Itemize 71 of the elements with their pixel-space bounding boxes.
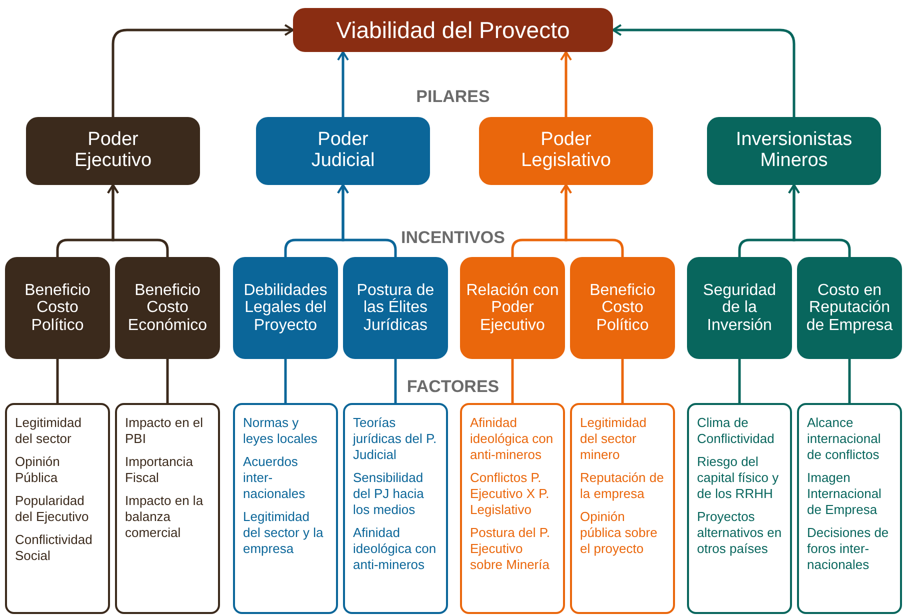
incentive-box [233,257,338,359]
connector-line [511,359,514,403]
factor-text: Importancia Fiscal [125,454,194,486]
arrow [560,51,572,117]
connector-line [738,359,741,403]
incentive-box [5,257,110,359]
node-label: Costo en Reputación de Empresa [805,282,894,334]
connector-line [166,359,169,403]
factor-text: Opinión Pública [15,454,61,486]
factor-text: Acuerdos inter-nacionales [243,454,306,502]
node-label: Beneficio Costo Económico [126,282,208,334]
incentive-box [687,257,792,359]
pillar-box [256,117,430,185]
arrow [337,51,349,117]
incentive-box [115,257,220,359]
factor-text: Decisiones de foros inter-nacionales [807,525,890,573]
node-label: Seguridad de la Inversión [702,282,777,334]
factor-text: Alcance internacional de conflictos [807,415,882,463]
factor-text: Clima de Conflictividad [697,415,776,447]
factor-text: Conflictividad Social [15,532,94,564]
node-label: Beneficio Costo Político [24,282,92,334]
pillar-box [707,117,881,185]
factor-text: Postura del P. Ejecutivo sobre Minería [470,525,551,573]
factor-text: Normas y leyes locales [243,415,318,447]
node-label: Relación con Poder Ejecutivo [466,282,559,334]
arrow [112,24,294,117]
node-label: Poder Judicial [310,130,376,172]
factor-text: Impacto en la balanza comercial [125,493,204,541]
factor-text: Impacto en el PBI [125,415,204,447]
incentive-box [797,257,902,359]
factor-text: Popularidad del Ejecutivo [15,493,90,525]
factor-list-box [343,403,448,614]
factor-text: Riesgo del capital físico y de los RRHH [697,454,780,502]
factor-list-box [460,403,565,614]
factor-text: Reputación de la empresa [580,470,665,502]
node-label: Inversionistas Mineros [736,130,852,172]
factor-text: Imagen Internacional de Empresa [807,470,882,518]
connector-line [56,359,59,403]
factor-text: Afinidad ideológica con anti-mineros [353,525,438,573]
factor-text: Sensibilidad del PJ hacia los medios [353,470,425,518]
factor-text: Legitimidad del sector minero [580,415,648,463]
factor-text: Afinidad ideológica con anti-mineros [470,415,554,463]
factor-list-box [233,403,338,614]
factor-text: Opinión pública sobre el proyecto [580,509,658,557]
factor-text: Legitimidad del sector y la empresa [243,509,324,557]
factor-list-box [115,403,220,614]
factor-list-box [687,403,792,614]
node-label: Poder Ejecutivo [73,130,153,172]
incentive-box [460,257,565,359]
factor-list-box [5,403,110,614]
goal-box [293,8,613,52]
factor-list-box [797,403,902,614]
arrow [612,24,796,117]
connector-line [621,359,624,403]
connector-line [394,359,397,403]
incentive-box [343,257,448,359]
factor-text: Legitimidad del sector [15,415,82,447]
factor-text: Teorías jurídicas del P. Judicial [353,415,438,463]
node-label: Debilidades Legales del Proyecto [242,282,328,334]
connector-line [284,359,287,403]
node-label: Poder Legislativo [520,130,612,172]
pillar-box [26,117,200,185]
factor-text: Conflictos P. Ejecutivo X P. Legislativo [470,470,550,518]
factor-list-box [570,403,675,614]
pillar-box [479,117,653,185]
factor-text: Proyectos alternativos en otros países [697,509,783,557]
incentive-box [570,257,675,359]
node-label: Viabilidad del Provecto [336,18,570,42]
node-label: Beneficio Costo Político [588,282,656,334]
node-label: Postura de las Élites Jurídicas [356,282,436,334]
connector-line [848,359,851,403]
